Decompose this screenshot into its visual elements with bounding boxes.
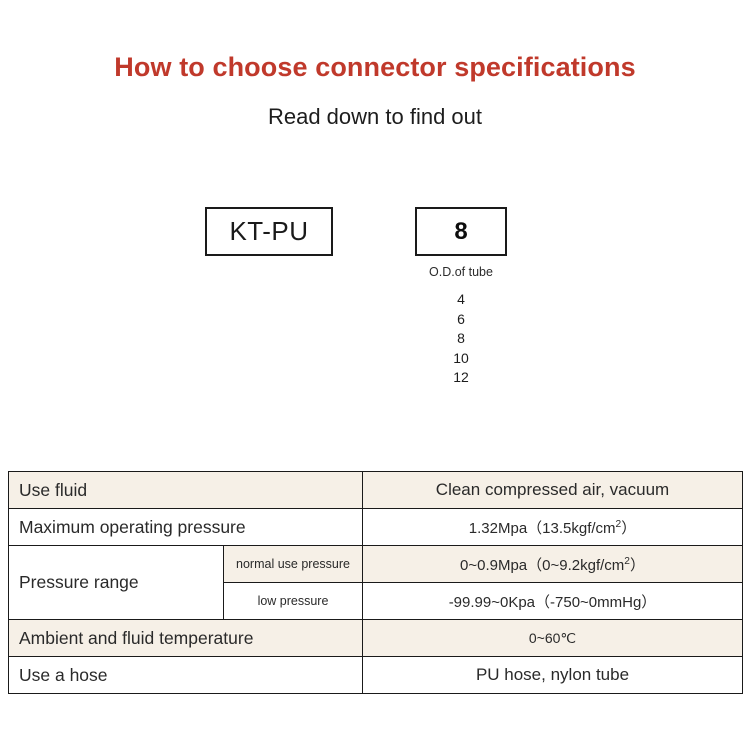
value-main: 1.32Mpa: [468, 519, 528, 537]
spec-value-ambient-fluid-temperature: 0~60℃: [362, 619, 743, 657]
spec-label-use-a-hose: Use a hose: [8, 656, 363, 694]
spec-sublabel-normal-use-pressure: normal use pressure: [223, 545, 363, 583]
spec-value-use-a-hose: PU hose, nylon tube: [362, 656, 743, 694]
list-item: 12: [453, 369, 469, 385]
table-row: Ambient and fluid temperature 0~60℃: [8, 619, 743, 657]
series-code-box: KT-PU: [205, 207, 333, 256]
spec-value-normal-use-pressure: 0~0.9Mpa（0~9.2kgf/cm2）: [362, 545, 743, 583]
list-item: 10: [453, 349, 469, 366]
spec-label-max-operating-pressure: Maximum operating pressure: [8, 508, 363, 546]
part-code-diagram: KT-PU 8 O.D.of tube 4 6 8 10 12: [0, 207, 750, 407]
value-paren-close: ）: [629, 556, 645, 574]
list-item: 8: [457, 330, 465, 346]
spec-value-low-pressure: -99.99~0Kpa（-750~0mmHg）: [362, 582, 743, 620]
specification-table: Use fluid Clean compressed air, vacuum M…: [8, 471, 743, 694]
table-row: Use fluid Clean compressed air, vacuum: [8, 471, 743, 509]
spec-label-ambient-fluid-temperature: Ambient and fluid temperature: [8, 619, 363, 657]
list-item: 6: [457, 310, 465, 327]
tube-size-caption: O.D.of tube: [429, 265, 493, 279]
list-item: 4: [457, 291, 465, 307]
tube-size-box: 8: [415, 207, 507, 256]
tube-size-option-list: 4 6 8 10 12: [405, 290, 517, 388]
value-paren-close: ）: [621, 519, 637, 537]
value-superscript: 2: [615, 518, 622, 530]
value-main: 0~0.9Mpa: [460, 556, 528, 574]
page-title: How to choose connector specifications: [114, 52, 636, 82]
spec-label-use-fluid: Use fluid: [8, 471, 363, 509]
table-row: Pressure range normal use pressure 0~0.9…: [8, 545, 743, 620]
table-row: Maximum operating pressure 1.32Mpa（13.5k…: [8, 508, 743, 546]
spec-value-max-operating-pressure: 1.32Mpa（13.5kgf/cm2）: [362, 508, 743, 546]
value-paren-open: （13.5kgf/cm: [527, 519, 616, 537]
spec-sublabel-low-pressure: low pressure: [223, 582, 363, 620]
value-superscript: 2: [624, 555, 630, 567]
value-paren-open: （0~9.2kgf/cm: [527, 556, 625, 574]
tube-size-value: 8: [454, 217, 468, 245]
page-subtitle: Read down to find out: [267, 104, 483, 129]
spec-label-pressure-range: Pressure range: [8, 545, 224, 620]
spec-value-use-fluid: Clean compressed air, vacuum: [362, 471, 743, 509]
series-code-value: KT-PU: [229, 216, 309, 246]
table-row: Use a hose PU hose, nylon tube: [8, 656, 743, 694]
